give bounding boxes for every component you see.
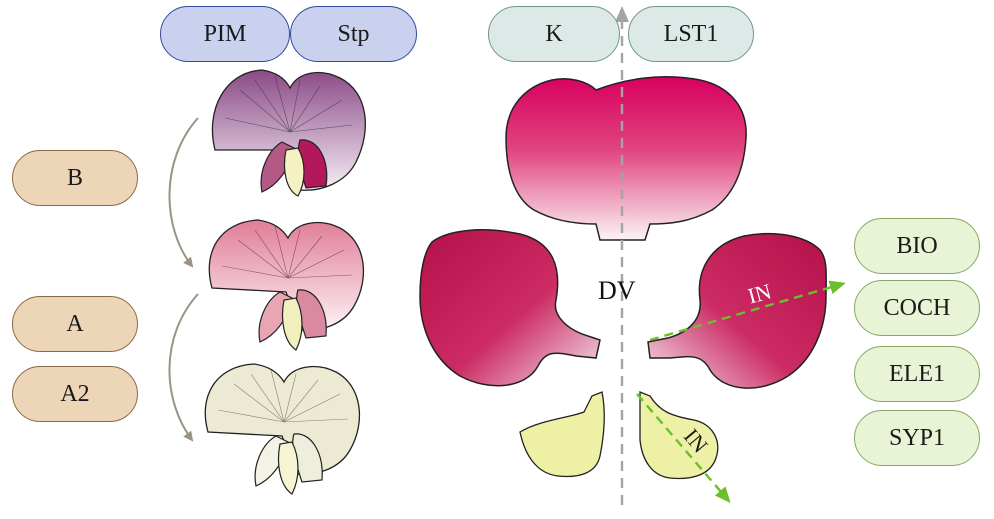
left-label-b: B	[12, 150, 138, 206]
top-label-stp: Stp	[290, 6, 417, 62]
right-label-bio: BIO	[854, 218, 980, 274]
keel-petal-left	[519, 391, 605, 478]
top-label-pim: PIM	[160, 6, 290, 62]
keel-petal-right	[639, 391, 719, 480]
wing-petal-right	[647, 232, 827, 389]
top-label-k: K	[488, 6, 620, 62]
in-arrow-keel	[636, 393, 731, 504]
wing-petal-left	[419, 229, 601, 387]
curved-arrow-2	[168, 293, 199, 442]
standard-petal	[505, 75, 747, 241]
curved-arrow-1	[168, 117, 199, 268]
dv-label: DV	[598, 276, 636, 305]
right-label-ele1: ELE1	[854, 346, 980, 402]
right-label-coch: COCH	[854, 280, 980, 336]
top-label-lst1: LST1	[628, 6, 754, 62]
left-label-a: A	[12, 296, 138, 352]
flower-cream	[204, 363, 361, 495]
flower-pink	[208, 219, 365, 351]
right-label-syp1: SYP1	[854, 410, 980, 466]
flower-purple	[211, 69, 366, 197]
left-label-a2: A2	[12, 366, 138, 422]
in-arrow-wing	[649, 280, 846, 342]
